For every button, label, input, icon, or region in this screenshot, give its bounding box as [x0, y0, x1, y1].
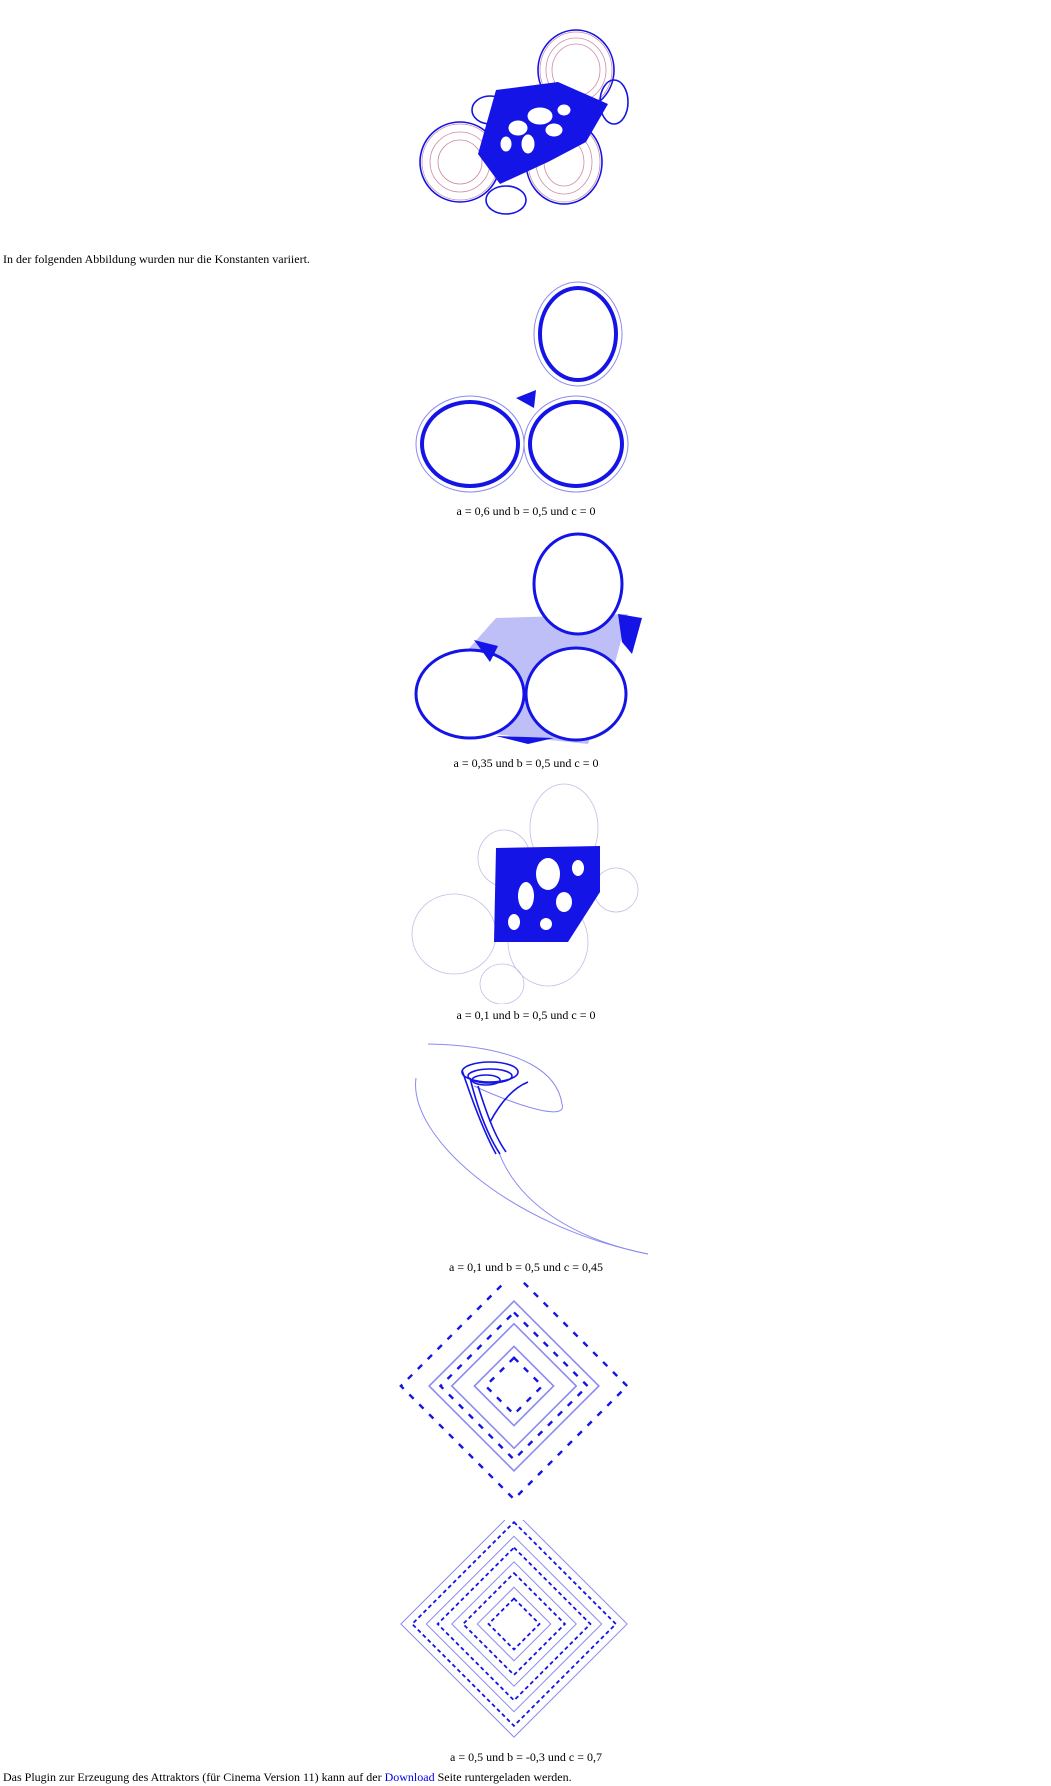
- download-paragraph: Das Plugin zur Erzeugung des Attraktors …: [3, 1770, 572, 1785]
- attractor-figure-5: [378, 1026, 674, 1256]
- attractor-figure-4: [378, 774, 674, 1004]
- figure-4-caption: a = 0,1 und b = 0,5 und c = 0: [456, 1008, 596, 1022]
- download-text-before: Das Plugin zur Erzeugung des Attraktors …: [3, 1770, 385, 1784]
- figure-7-caption: a = 0,5 und b = -0,3 und c = 0,7: [450, 1750, 602, 1764]
- attractor-figure-6: [378, 1282, 674, 1512]
- download-link[interactable]: Download: [384, 1770, 435, 1784]
- attractor-figure-1: [378, 12, 674, 242]
- figure-2-caption: a = 0,6 und b = 0,5 und c = 0: [456, 504, 596, 518]
- attractor-figure-2: [378, 272, 674, 502]
- figure-3-caption: a = 0,35 und b = 0,5 und c = 0: [453, 756, 599, 770]
- intro-paragraph: In der folgenden Abbildung wurden nur di…: [3, 252, 310, 266]
- attractor-figure-7: [378, 1520, 674, 1750]
- download-text-after: Seite runtergeladen werden.: [434, 1770, 572, 1784]
- attractor-figure-3: [378, 522, 674, 752]
- figure-5-caption: a = 0,1 und b = 0,5 und c = 0,45: [449, 1260, 603, 1274]
